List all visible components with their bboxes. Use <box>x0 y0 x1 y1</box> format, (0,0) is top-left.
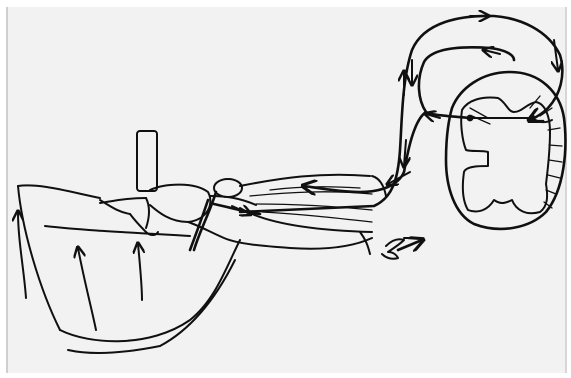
leg-kick-scribble <box>382 238 422 259</box>
motor-pathway <box>304 47 514 192</box>
connection-lines <box>360 176 386 254</box>
reflex-hammer <box>100 131 158 235</box>
thigh-muscle <box>240 175 372 232</box>
spinal-cord-cross-section <box>446 72 565 229</box>
tendon <box>190 179 242 250</box>
